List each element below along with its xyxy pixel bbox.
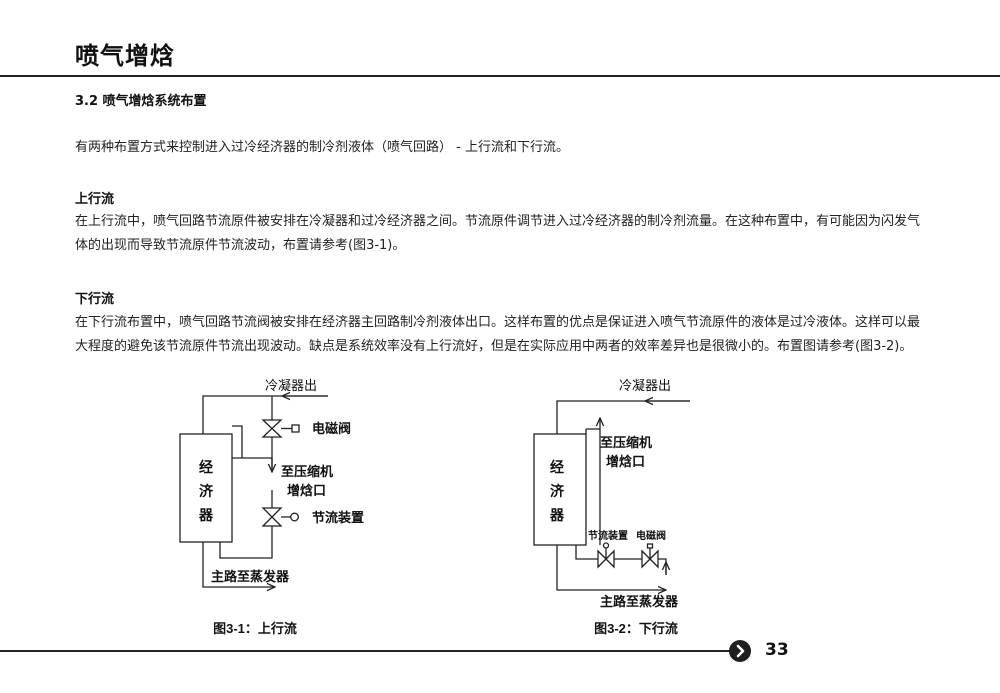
downflow-heading: 下行流 [75,292,115,307]
fig1-solenoid-label: 电磁阀 [312,421,351,436]
fig1-economizer-char-3: 器 [198,507,214,523]
main-to-evaporator-line-2 [556,545,666,590]
header-divider [0,75,1000,77]
intro-paragraph: 有两种布置方式来控制进入过冷经济器的制冷剂液体（喷气回路） - 上行流和下行流。 [75,140,569,155]
condenser-line-2 [556,400,690,434]
fig2-solenoid-label: 电磁阀 [636,529,666,542]
downflow-paragraph: 在下行流布置中，喷气回路节流阀被安排在经济器主回路制冷剂液体出口。这样布置的优点… [75,315,921,354]
fig2-economizer-char-3: 器 [549,507,565,523]
upflow-paragraph: 在上行流中，喷气回路节流原件被安排在冷凝器和过冷经济器之间。节流原件调节进入过冷… [75,214,921,253]
fig1-caption: 图3-1：上行流 [213,621,297,636]
upflow-heading: 上行流 [75,192,115,207]
fig2-caption: 图3-2：下行流 [594,621,678,636]
figure-upflow [179,395,328,587]
injection-line-2 [586,428,601,545]
fig1-to-compressor-label-2: 增焓口 [287,483,326,498]
economizer-gas-line [232,425,243,458]
valve-outlet-line [658,558,667,575]
main-to-evaporator-line-1 [202,542,275,587]
fig2-evaporator-label: 主路至蒸发器 [600,594,679,609]
chevron-right-icon [736,644,745,658]
fig2-economizer-char-2: 济 [550,483,565,499]
throttle-device-1 [261,507,299,527]
fig1-economizer-char-1: 经 [199,459,213,475]
economizer-box-1 [179,433,233,543]
fig2-economizer-char-1: 经 [550,459,564,475]
throttle-return-line [219,526,273,559]
fig1-economizer-char-2: 济 [199,483,214,499]
throttle-device-2 [597,542,615,569]
fig1-condenser-out-label: 冷凝器出 [265,378,317,393]
fig2-throttle-label: 节流装置 [588,529,628,542]
fig2-to-compressor-label-1: 至压缩机 [600,435,652,450]
figure-downflow [533,400,690,590]
fig1-to-compressor-label-1: 至压缩机 [281,464,333,479]
economizer-box-2 [533,433,587,546]
fig2-condenser-out-label: 冷凝器出 [619,378,671,393]
solenoid-valve-1 [261,419,300,438]
section-heading: 3.2 喷气增焓系统布置 [75,94,207,109]
page-title: 喷气增焓 [75,42,175,70]
page-arrow-icon [729,640,751,662]
page-number: 33 [765,640,789,660]
condenser-line [202,395,328,434]
solenoid-valve-2 [641,543,659,569]
footer-divider [0,650,730,652]
fig2-to-compressor-label-2: 增焓口 [606,454,645,469]
fig1-evaporator-label: 主路至蒸发器 [211,569,290,584]
fig1-throttle-label: 节流装置 [312,510,364,525]
economizer-liquid-line [575,545,598,560]
